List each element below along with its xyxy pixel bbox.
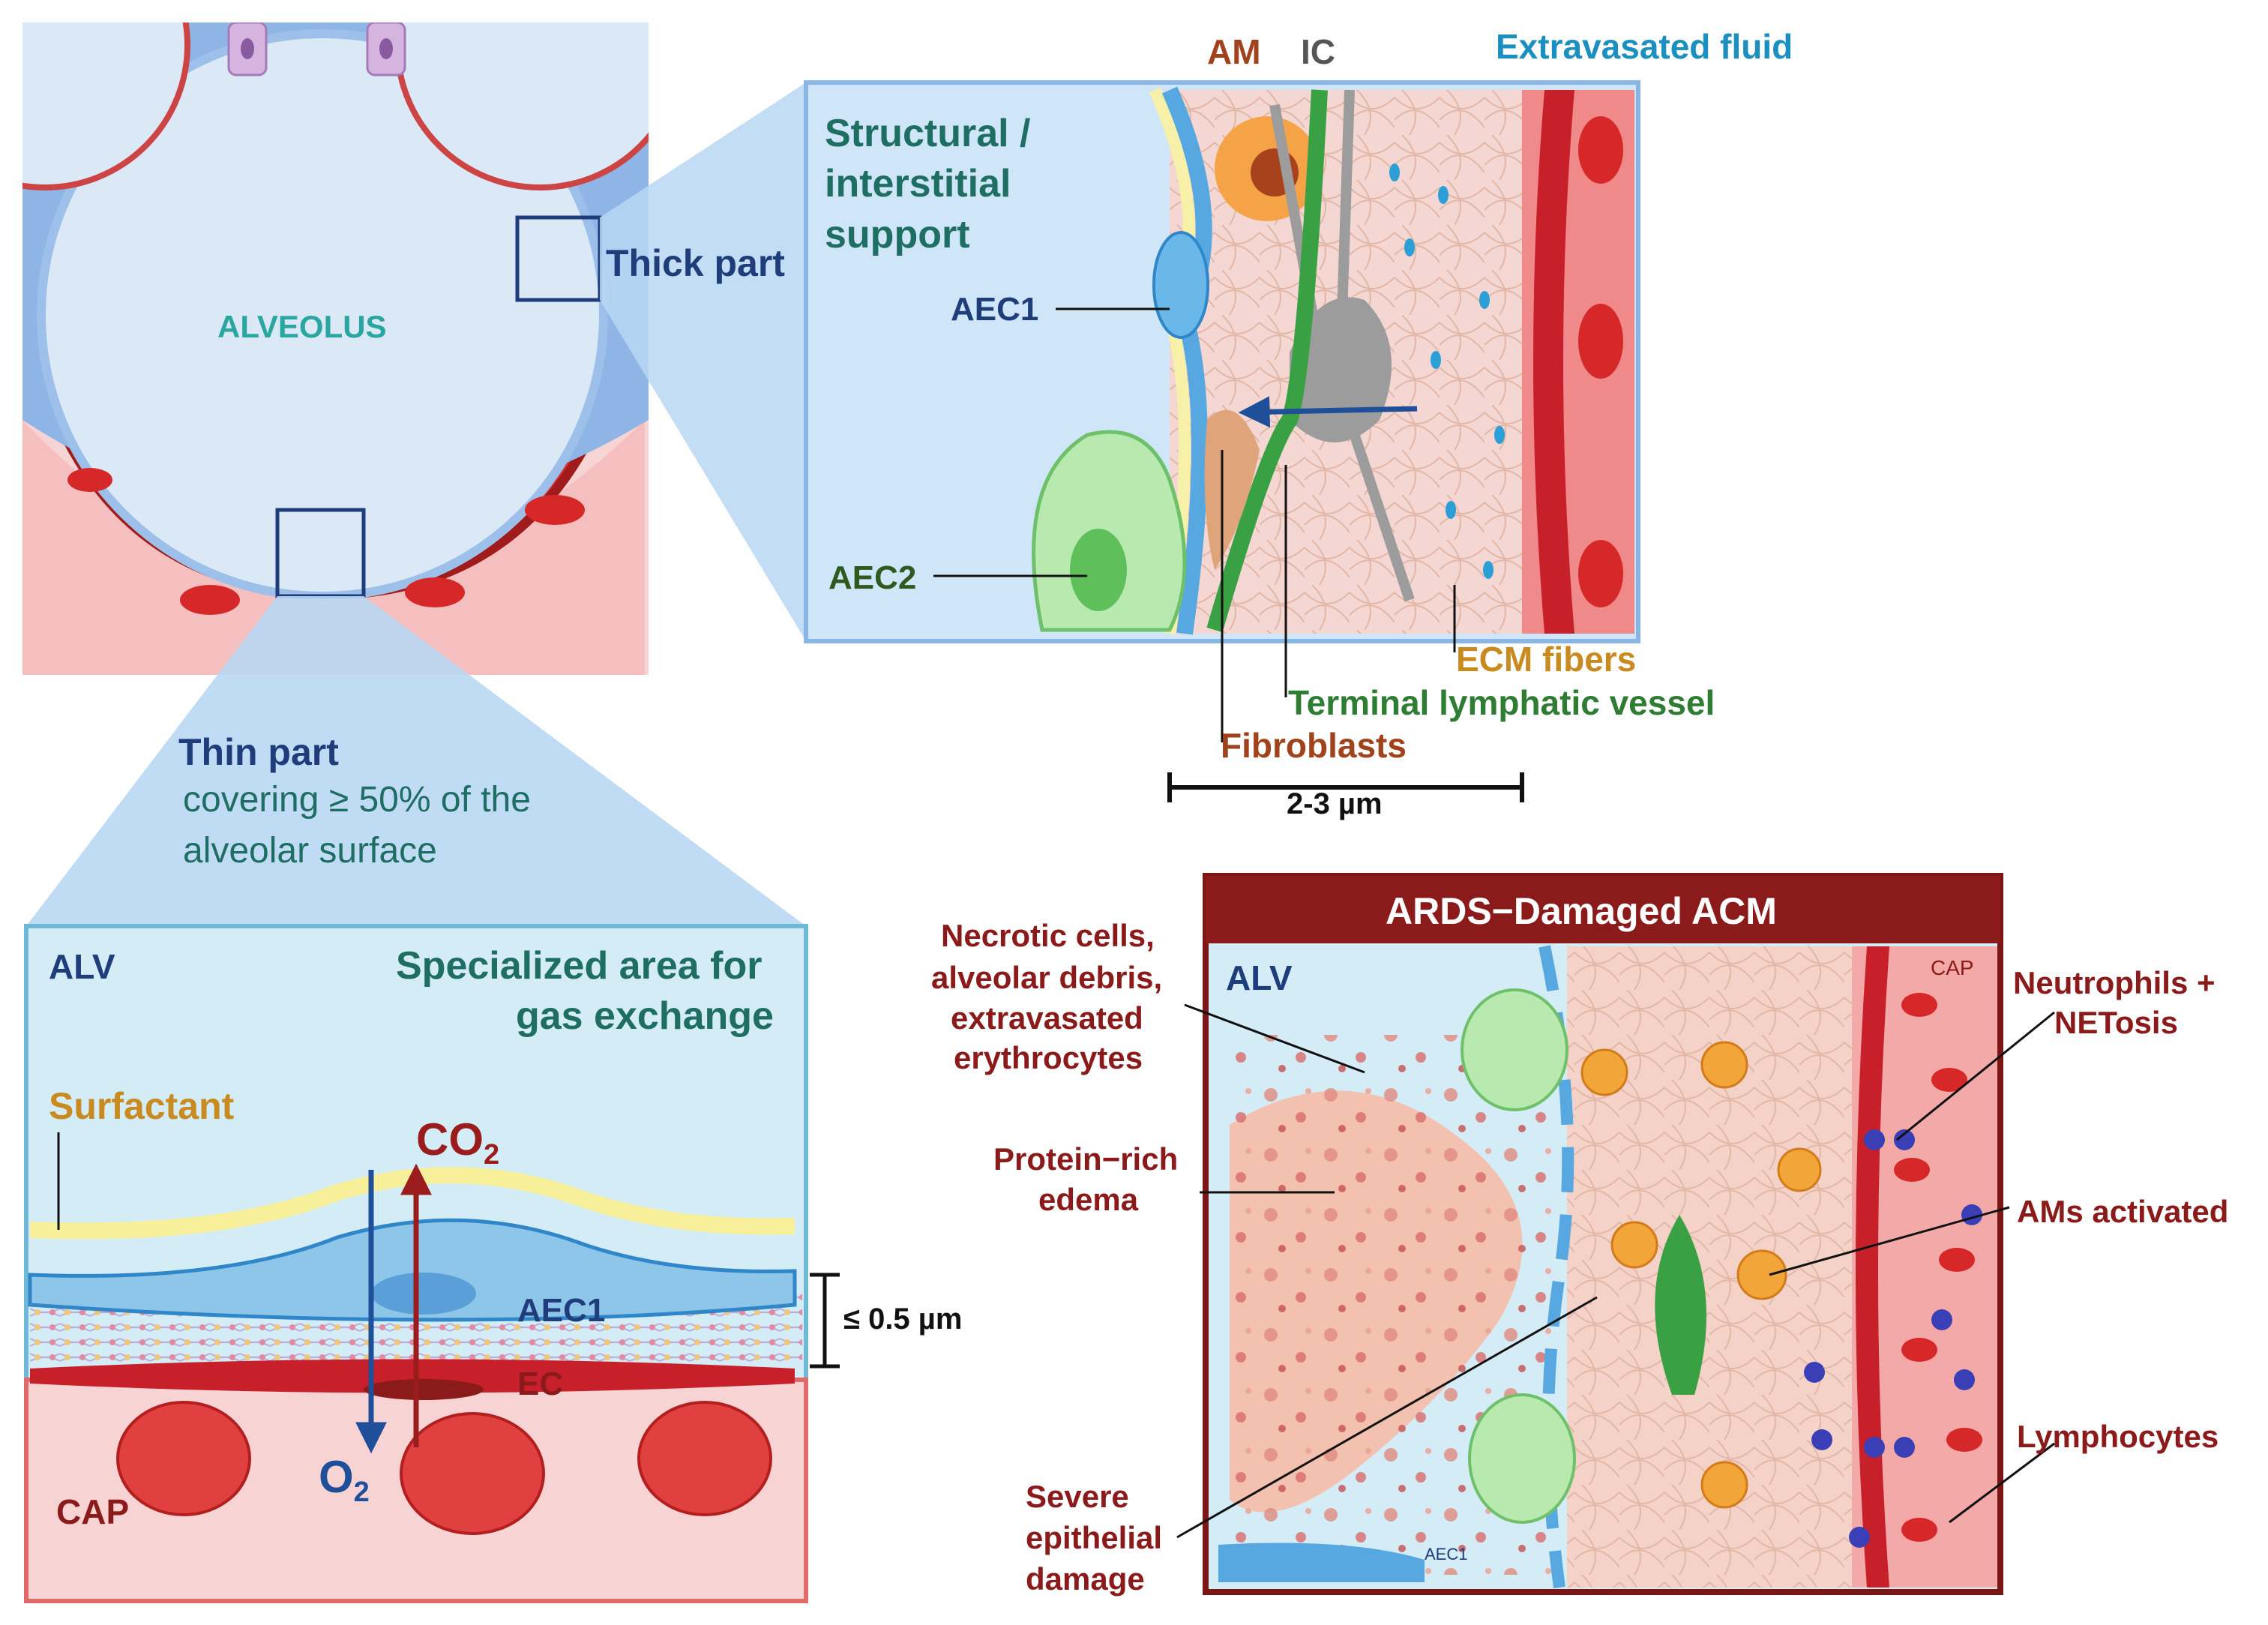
severe-label-1: Severe (1026, 1479, 1129, 1514)
ards-panel (1176, 873, 2055, 1595)
structural-label-1: Structural / (825, 112, 1031, 155)
terminal-lymphatic-label: Terminal lymphatic vessel (1288, 683, 1715, 722)
thin-part-panel (24, 924, 840, 1603)
extravasated-fluid-label: Extravasated fluid (1496, 27, 1793, 66)
ecm-fibers-label: ECM fibers (1456, 640, 1636, 679)
specialized-label-1: Specialized area for (396, 944, 762, 988)
am-label: AM (1207, 32, 1261, 71)
ic-label: IC (1301, 32, 1335, 71)
thin-zoom-wedge (26, 596, 806, 926)
aec2-label: AEC2 (828, 559, 916, 596)
ards-alv-label: ALV (1226, 958, 1293, 997)
thick-part-panel (804, 80, 1640, 802)
thin-part-desc-1: covering ≥ 50% of the (183, 780, 531, 820)
necrotic-label-2: alveolar debris, (931, 960, 1162, 995)
ards-cap-label: CAP (1931, 956, 1974, 979)
structural-label-3: support (825, 213, 970, 256)
co2-label: CO2 (416, 1114, 499, 1171)
thin-alv-label: ALV (49, 947, 115, 986)
thick-part-label: Thick part (606, 242, 785, 284)
thin-part-title: Thin part (178, 731, 339, 773)
scale-label: 2-3 µm (1287, 787, 1383, 820)
specialized-label-2: gas exchange (516, 994, 774, 1038)
necrotic-label-3: extravasated (951, 1000, 1143, 1036)
protein-label-2: edema (1038, 1182, 1139, 1217)
alveolus-overview: ALVEOLUS (22, 22, 649, 675)
lymphocytes-label: Lymphocytes (2017, 1419, 2219, 1454)
o2-label: O2 (319, 1452, 370, 1508)
necrotic-label-4: erythrocytes (954, 1040, 1143, 1075)
neutrophils-label-1: Neutrophils + (2013, 965, 2216, 1000)
fibroblasts-label: Fibroblasts (1221, 726, 1407, 765)
thin-part-desc-2: alveolar surface (183, 831, 437, 871)
severe-label-3: damage (1026, 1561, 1145, 1597)
ec-label: EC (517, 1366, 563, 1402)
protein-label-1: Protein−rich (993, 1141, 1178, 1177)
ards-aec1-label: AEC1 (1425, 1545, 1467, 1564)
thin-aec1-label: AEC1 (517, 1292, 605, 1329)
thickness-label: ≤ 0.5 µm (843, 1303, 962, 1336)
ards-title: ARDS−Damaged ACM (1386, 890, 1777, 932)
severe-label-2: epithelial (1026, 1520, 1162, 1555)
necrotic-label-1: Necrotic cells, (941, 918, 1155, 953)
aec1-label: AEC1 (951, 291, 1038, 328)
thick-zoom-wedge (600, 82, 806, 641)
surfactant-label: Surfactant (49, 1085, 235, 1127)
thin-cap-label: CAP (56, 1492, 129, 1531)
neutrophils-label-2: NETosis (2054, 1005, 2178, 1040)
alveolus-label: ALVEOLUS (217, 309, 387, 344)
ams-activated-label: AMs activated (2017, 1194, 2228, 1229)
structural-label-2: interstitial (825, 162, 1011, 205)
